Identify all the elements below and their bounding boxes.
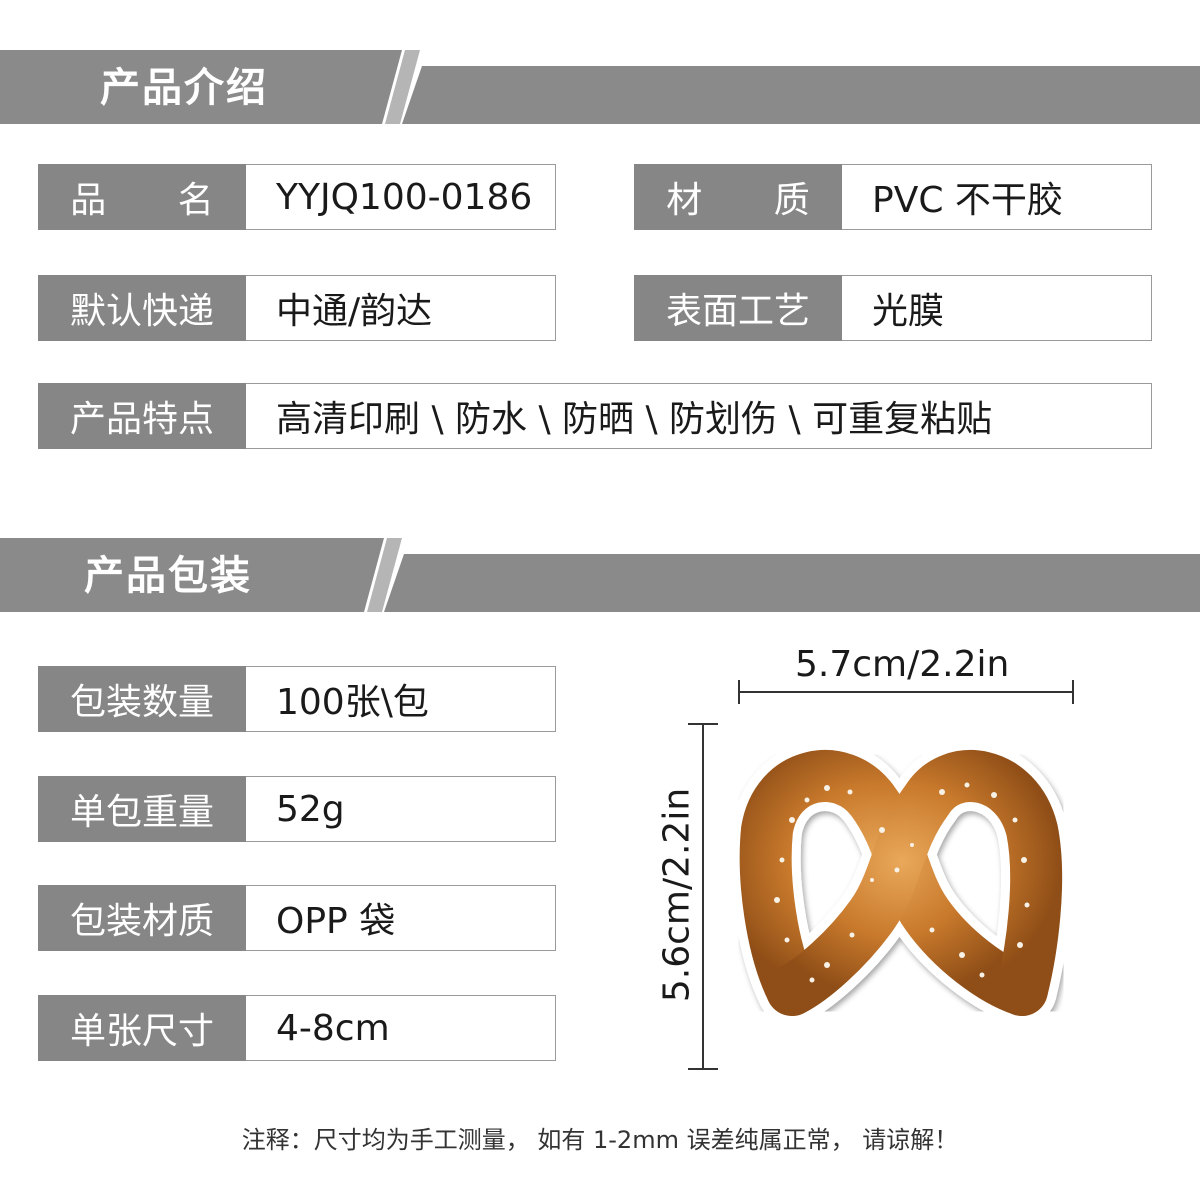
info-value: 中通/韵达 [246,275,556,341]
pack-value: 52g [246,776,556,842]
info-value: 高清印刷 \ 防水 \ 防晒 \ 防划伤 \ 可重复粘贴 [246,383,1152,449]
info-row-finish: 表面工艺 光膜 [634,275,1152,341]
pack-label: 包装数量 [38,666,246,732]
intro-title: 产品介绍 [100,65,268,111]
info-label: 默认快递 [38,275,246,341]
pack-value: OPP 袋 [246,885,556,951]
pack-value: 100张\包 [246,666,556,732]
info-value: PVC 不干胶 [842,164,1152,230]
footnote: 注释：尺寸均为手工测量， 如有 1-2mm 误差纯属正常， 请谅解！ [241,1126,959,1154]
info-row-features: 产品特点 高清印刷 \ 防水 \ 防晒 \ 防划伤 \ 可重复粘贴 [38,383,1152,449]
pretzel-sticker-icon [732,741,1072,1025]
info-value: YYJQ100-0186 [246,164,556,230]
info-label: 产品特点 [38,383,246,449]
pack-row-size: 单张尺寸 4-8cm [38,995,556,1061]
info-row-shipping: 默认快递 中通/韵达 [38,275,556,341]
info-label: 品 名 [38,164,246,230]
width-dimension-label: 5.7cm/2.2in [795,644,1010,685]
info-row-name: 品 名 YYJQ100-0186 [38,164,556,230]
height-dimension-line [688,723,718,1070]
pack-value: 4-8cm [246,995,556,1061]
pack-label: 包装材质 [38,885,246,951]
pack-label: 单包重量 [38,776,246,842]
intro-banner-shape [0,50,1200,124]
info-value: 光膜 [842,275,1152,341]
pack-row-weight: 单包重量 52g [38,776,556,842]
pack-row-quantity: 包装数量 100张\包 [38,666,556,732]
pack-banner-shape [0,538,1200,612]
pack-label: 单张尺寸 [38,995,246,1061]
info-row-material: 材 质 PVC 不干胶 [634,164,1152,230]
info-label: 材 质 [634,164,842,230]
width-dimension-line [738,680,1074,704]
pack-banner: 产品包装 [0,538,1200,612]
pack-title: 产品包装 [84,553,252,599]
info-label: 表面工艺 [634,275,842,341]
intro-banner: 产品介绍 [0,50,1200,124]
height-dimension-label: 5.6cm/2.2in [656,787,698,1003]
pack-row-material: 包装材质 OPP 袋 [38,885,556,951]
